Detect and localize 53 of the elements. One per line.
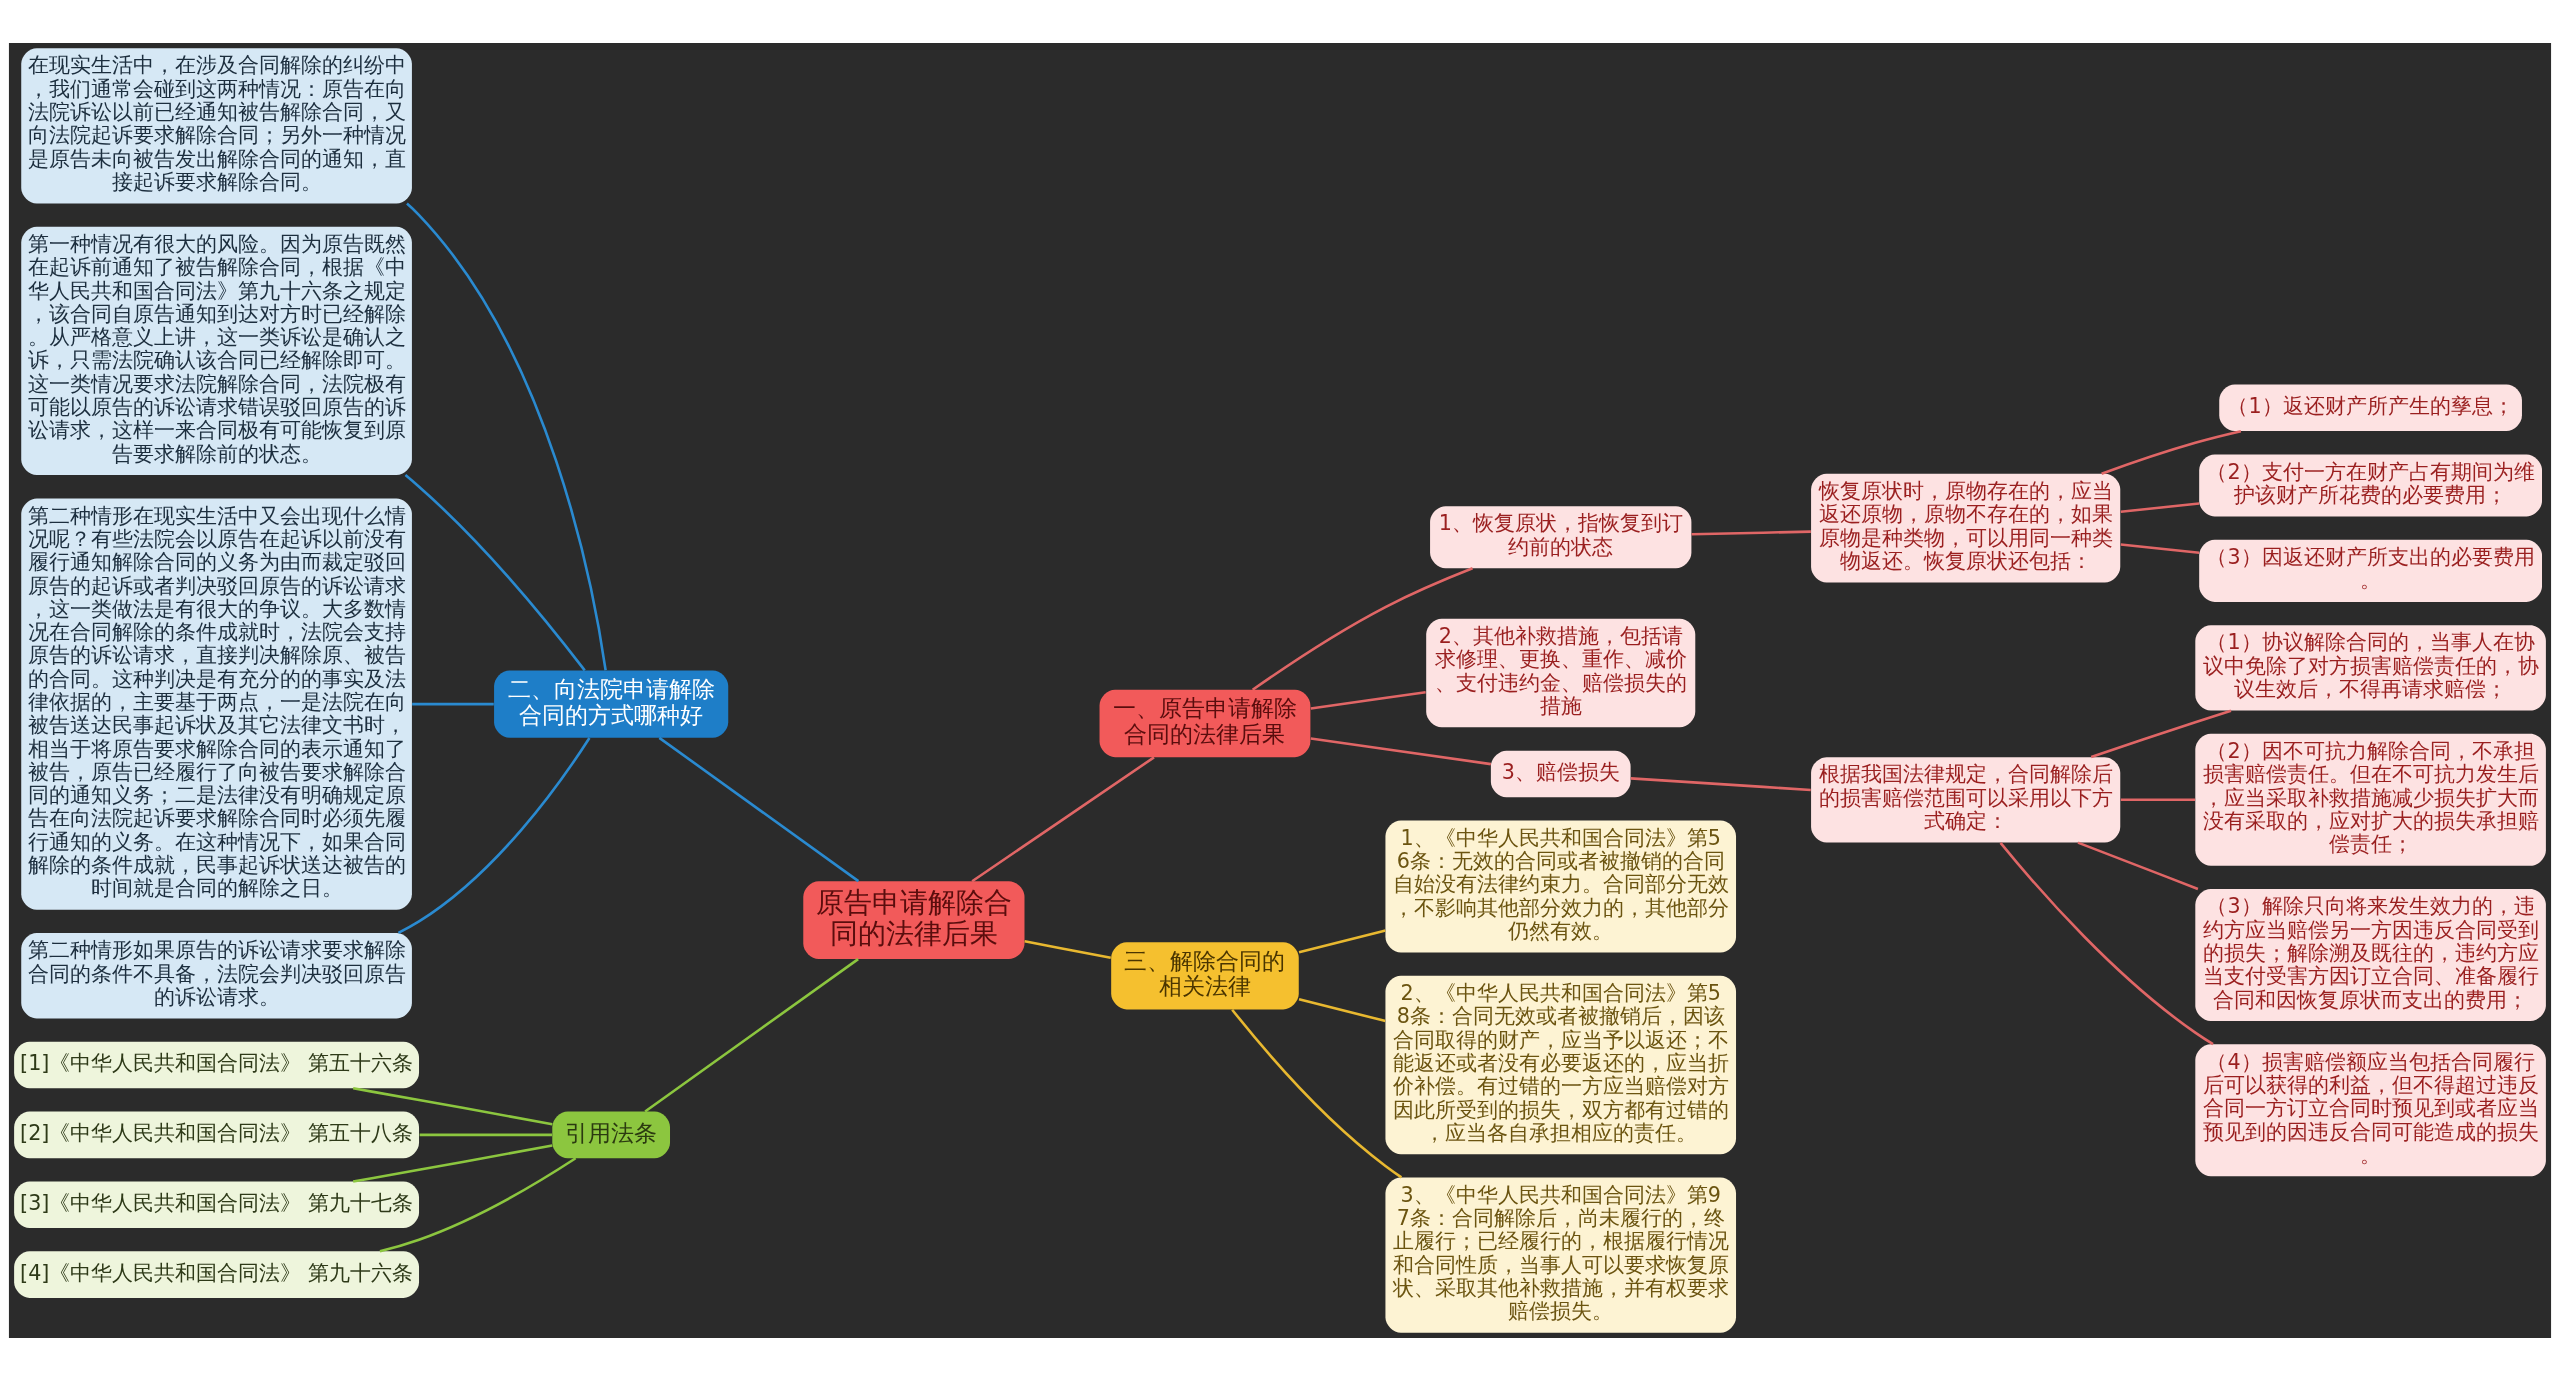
node-box: 2、其他补救措施，包括请求修理、更换、重作、减价、支付违约金、赔偿损失的措施 [1426,618,1696,728]
node-box: 3、《中华人民共和国合同法》第97条：合同解除后，尚未履行的，终止履行；已经履行的，根据履行情况和合同性质，当事人可以要求恢复原状、采取其他补救措施，并有权要求赔偿损失。 [1385,1177,1737,1333]
node-box: 在现实生活中，在涉及合同解除的纠纷中，我们通常会碰到这两种情况：原告在向法院诉讼以前已经通知被告解除合同，又向法院起诉要求解除合同；另外一种情况是原告未向被告发出解除合同的通知，直接起诉要求解除合同。 [21,48,412,204]
connector [1630,777,1811,792]
connector [1251,567,1473,691]
connector [1024,939,1111,960]
connector [971,756,1155,883]
connector [379,1157,577,1253]
node-box: 二、向法院申请解除合同的方式哪种好 [494,670,729,738]
node-box: （3）解除只向将来发生效力的，违约方应当赔偿另一方因违反合同受到的损失；解除溯及既往的，违约方应当支付受害方因订立合同、准备履行合同和因恢复原状而支出的费用； [2195,889,2546,1022]
node-box: （4）损害赔偿额应当包括合同履行后可以获得的利益，但不得超过违反合同一方订立合同时预见到或者应当预见到的因违反合同可能造成的损失。 [2195,1044,2546,1177]
node-box: 引用法条 [552,1111,670,1159]
node-box: 第二种情形在现实生活中又会出现什么情况呢？有些法院会以原告在起诉以前没有履行通知解除合同的义务为由而裁定驳回原告的起诉或者判决驳回原告的诉讼请求，这一类做法是有很大的争议。大多数情况在合同解除的条件成就时，法院会支持原告的诉讼请求，直接判决解除原、被告的合同。这种判决是有充分的的事实及法律依据的，主要基于两点，一是法院在向被告送达民事起诉状及其它法律文书时，相当于将原告要求解除合同的表示通知了被告，原告已经履行了向被告要求解除合同的通知义务；二是法律没有明确规定原告在向法院起诉要求解除合同时必须先履行通知的义务。在这种情况下，如果合同解除的条件成就，民事起诉状送达被告的时间就是合同的解除之日。 [21,498,412,910]
node-box: 一、原告申请解除合同的法律后果 [1099,689,1311,758]
node-box: 2、《中华人民共和国合同法》第58条：合同无效或者被撤销后，因该合同取得的财产，应当予以返还；不能返还或者没有必要返还的，应当折价补偿。有过错的一方应当赔偿对方因此所受到的损失，双方都有过错的，应当各自承担相应的责任。 [1385,975,1737,1155]
connector [2101,429,2242,475]
connector [406,202,607,671]
connector [412,702,494,706]
node-box: 第一种情况有很大的风险。因为原告既然在起诉前通知了被告解除合同，根据《中华人民共和国合同法》第九十六条之规定，该合同自原告通知到达对方时已经解除。从严格意义上讲，这一类诉讼是确认之诉，只需法院确认该合同已经解除即可。这一类情况要求法院解除合同，法院极有可能以原告的诉讼请求错误驳回原告的诉讼请求，这样一来合同极有可能恢复到原告要求解除前的状态。 [21,226,412,476]
connector [644,958,859,1113]
connector [1231,1008,1403,1179]
node-box: 三、解除合同的相关法律 [1111,942,1299,1010]
connector [397,737,591,934]
connector [2090,709,2232,759]
connector [1691,530,1811,536]
connector [2120,798,2196,802]
connector [2120,543,2200,555]
node-box: [1]《中华人民共和国合同法》 第五十六条 [14,1041,420,1089]
connector [2120,502,2200,514]
node-box: 恢复原状时，原物存在的，应当返还原物，原物不存在的，如果原物是种类物，可以用同一种类物返还。恢复原状还包括： [1811,473,2121,583]
connector [1298,929,1386,954]
connector [1310,737,1492,766]
connector [658,736,860,883]
connector [404,474,586,672]
node-box: 1、恢复原状，指恢复到订约前的状态 [1430,506,1692,569]
node-box: （1）返还财产所产生的孳息； [2219,384,2522,432]
node-box: 3、赔偿损失 [1490,750,1631,798]
node-box: 1、《中华人民共和国合同法》第56条：无效的合同或者被撤销的合同自始没有法律约束力。合同部分无效，不影响其他部分效力的，其他部分仍然有效。 [1385,820,1737,953]
node-box: [2]《中华人民共和国合同法》 第五十八条 [14,1111,420,1159]
node-box: （2）支付一方在财产占有期间为维护该财产所花费的必要费用； [2199,454,2542,517]
node-box: 原告申请解除合同的法律后果 [803,881,1025,959]
connector [419,1133,552,1137]
connector [2077,841,2199,891]
connector [1999,842,2214,1046]
node-box: （2）因不可抗力解除合同，不承担损害赔偿责任。但在不可抗力发生后，应当采取补救措施减少损失扩大而没有采取的，应对扩大的损失承担赔偿责任； [2195,733,2546,866]
node-box: 第二种情形如果原告的诉讼请求要求解除合同的条件不具备，法院会判决驳回原告的诉讼请求。 [21,933,412,1019]
node-box: （3）因返还财产所支出的必要费用。 [2199,539,2542,602]
connector [1298,997,1386,1023]
node-box: [3]《中华人民共和国合同法》 第九十七条 [14,1181,420,1229]
connector [1310,690,1426,710]
node-box: （1）协议解除合同的，当事人在协议中免除了对方损害赔偿责任的，协议生效后，不得再请求赔偿； [2195,625,2546,711]
node-box: 根据我国法律规定，合同解除后的损害赔偿范围可以采用以下方式确定： [1811,757,2121,843]
node-box: [4]《中华人民共和国合同法》 第九十六条 [14,1251,420,1298]
